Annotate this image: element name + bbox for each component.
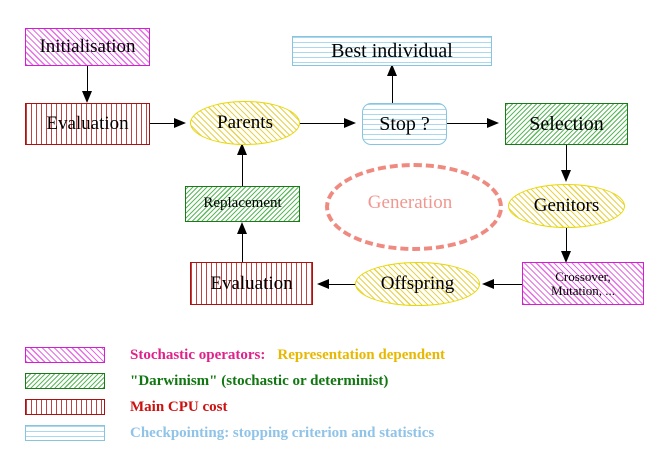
node-replacement[interactable]: Replacement bbox=[185, 186, 300, 222]
node-stop[interactable]: Stop ? bbox=[362, 103, 447, 145]
legend-row-darwinism: "Darwinism" (stochastic or determinist) bbox=[25, 368, 388, 394]
legend-swatch-red-vertical-hatch-icon bbox=[25, 399, 105, 415]
node-genitors[interactable]: Genitors bbox=[508, 184, 625, 228]
legend-row-stochastic-operators: Stochastic operators: Representation dep… bbox=[25, 342, 445, 368]
arrowhead-stop-best-individual bbox=[386, 64, 397, 76]
legend: Stochastic operators: Representation dep… bbox=[0, 338, 662, 458]
node-best-individual-label: Best individual bbox=[331, 39, 453, 62]
connector-initialisation-evaluation bbox=[87, 66, 89, 94]
connector-evaluation-replacement bbox=[242, 228, 244, 264]
connector-selection-genitors bbox=[566, 145, 568, 173]
arrowhead-genitors-crossover bbox=[560, 251, 571, 263]
connector-replacement-parents bbox=[242, 150, 244, 186]
node-parents-label: Parents bbox=[217, 112, 273, 134]
legend-label-checkpointing: Checkpointing: stopping criterion and st… bbox=[130, 424, 435, 441]
node-genitors-label: Genitors bbox=[533, 195, 600, 217]
connector-crossover-offspring bbox=[492, 284, 522, 286]
arrowhead-initialisation-evaluation bbox=[81, 91, 92, 103]
connector-stop-best-individual bbox=[392, 70, 394, 105]
node-stop-label: Stop ? bbox=[379, 112, 430, 135]
node-replacement-label: Replacement bbox=[203, 195, 282, 212]
legend-row-main-cpu-cost: Main CPU cost bbox=[25, 394, 228, 420]
arrowhead-offspring-evaluation bbox=[317, 279, 329, 289]
node-crossover-mutation[interactable]: Crossover, Mutation, ... bbox=[522, 262, 644, 305]
arrowhead-evaluation-replacement bbox=[236, 222, 247, 234]
legend-label-stochastic-operators: Stochastic operators: bbox=[130, 346, 266, 363]
legend-swatch-blue-horizontal-hatch-icon bbox=[25, 425, 105, 441]
node-evaluation-bottom-label: Evaluation bbox=[210, 272, 293, 294]
connector-evaluation-parents bbox=[150, 123, 178, 125]
legend-label-main-cpu-cost: Main CPU cost bbox=[130, 398, 228, 415]
legend-swatch-magenta-diagonal-hatch-icon bbox=[25, 347, 105, 363]
node-selection[interactable]: Selection bbox=[505, 103, 628, 145]
arrowhead-replacement-parents bbox=[236, 143, 247, 155]
node-offspring[interactable]: Offspring bbox=[355, 262, 480, 306]
arrowhead-stop-selection bbox=[487, 118, 499, 128]
legend-row-checkpointing: Checkpointing: stopping criterion and st… bbox=[25, 420, 434, 446]
node-offspring-label: Offspring bbox=[380, 273, 455, 295]
generation-loop-ellipse bbox=[325, 163, 503, 251]
node-best-individual[interactable]: Best individual bbox=[292, 36, 492, 66]
arrowhead-evaluation-parents bbox=[174, 118, 186, 128]
connector-offspring-evaluation bbox=[327, 284, 359, 286]
connector-parents-stop bbox=[300, 123, 346, 125]
arrowhead-crossover-offspring bbox=[482, 279, 494, 289]
arrowhead-selection-genitors bbox=[560, 170, 571, 182]
arrowhead-parents-stop bbox=[344, 118, 356, 128]
node-initialisation-label: Initialisation bbox=[39, 36, 136, 58]
node-evaluation-bottom[interactable]: Evaluation bbox=[190, 262, 313, 305]
legend-label-darwinism: "Darwinism" (stochastic or determinist) bbox=[130, 372, 389, 389]
legend-label-representation-dependent: Representation dependent bbox=[277, 346, 446, 363]
connector-stop-selection bbox=[447, 123, 489, 125]
node-evaluation-top-label: Evaluation bbox=[46, 113, 129, 135]
node-initialisation[interactable]: Initialisation bbox=[25, 28, 150, 66]
generation-label: Generation bbox=[367, 192, 453, 213]
node-selection-label: Selection bbox=[529, 112, 604, 135]
legend-swatch-green-diagonal-hatch-icon bbox=[25, 373, 105, 389]
connector-genitors-crossover bbox=[566, 227, 568, 255]
node-evaluation-top[interactable]: Evaluation bbox=[25, 103, 150, 145]
node-parents[interactable]: Parents bbox=[190, 101, 300, 145]
node-crossover-mutation-label: Crossover, Mutation, ... bbox=[551, 268, 615, 298]
